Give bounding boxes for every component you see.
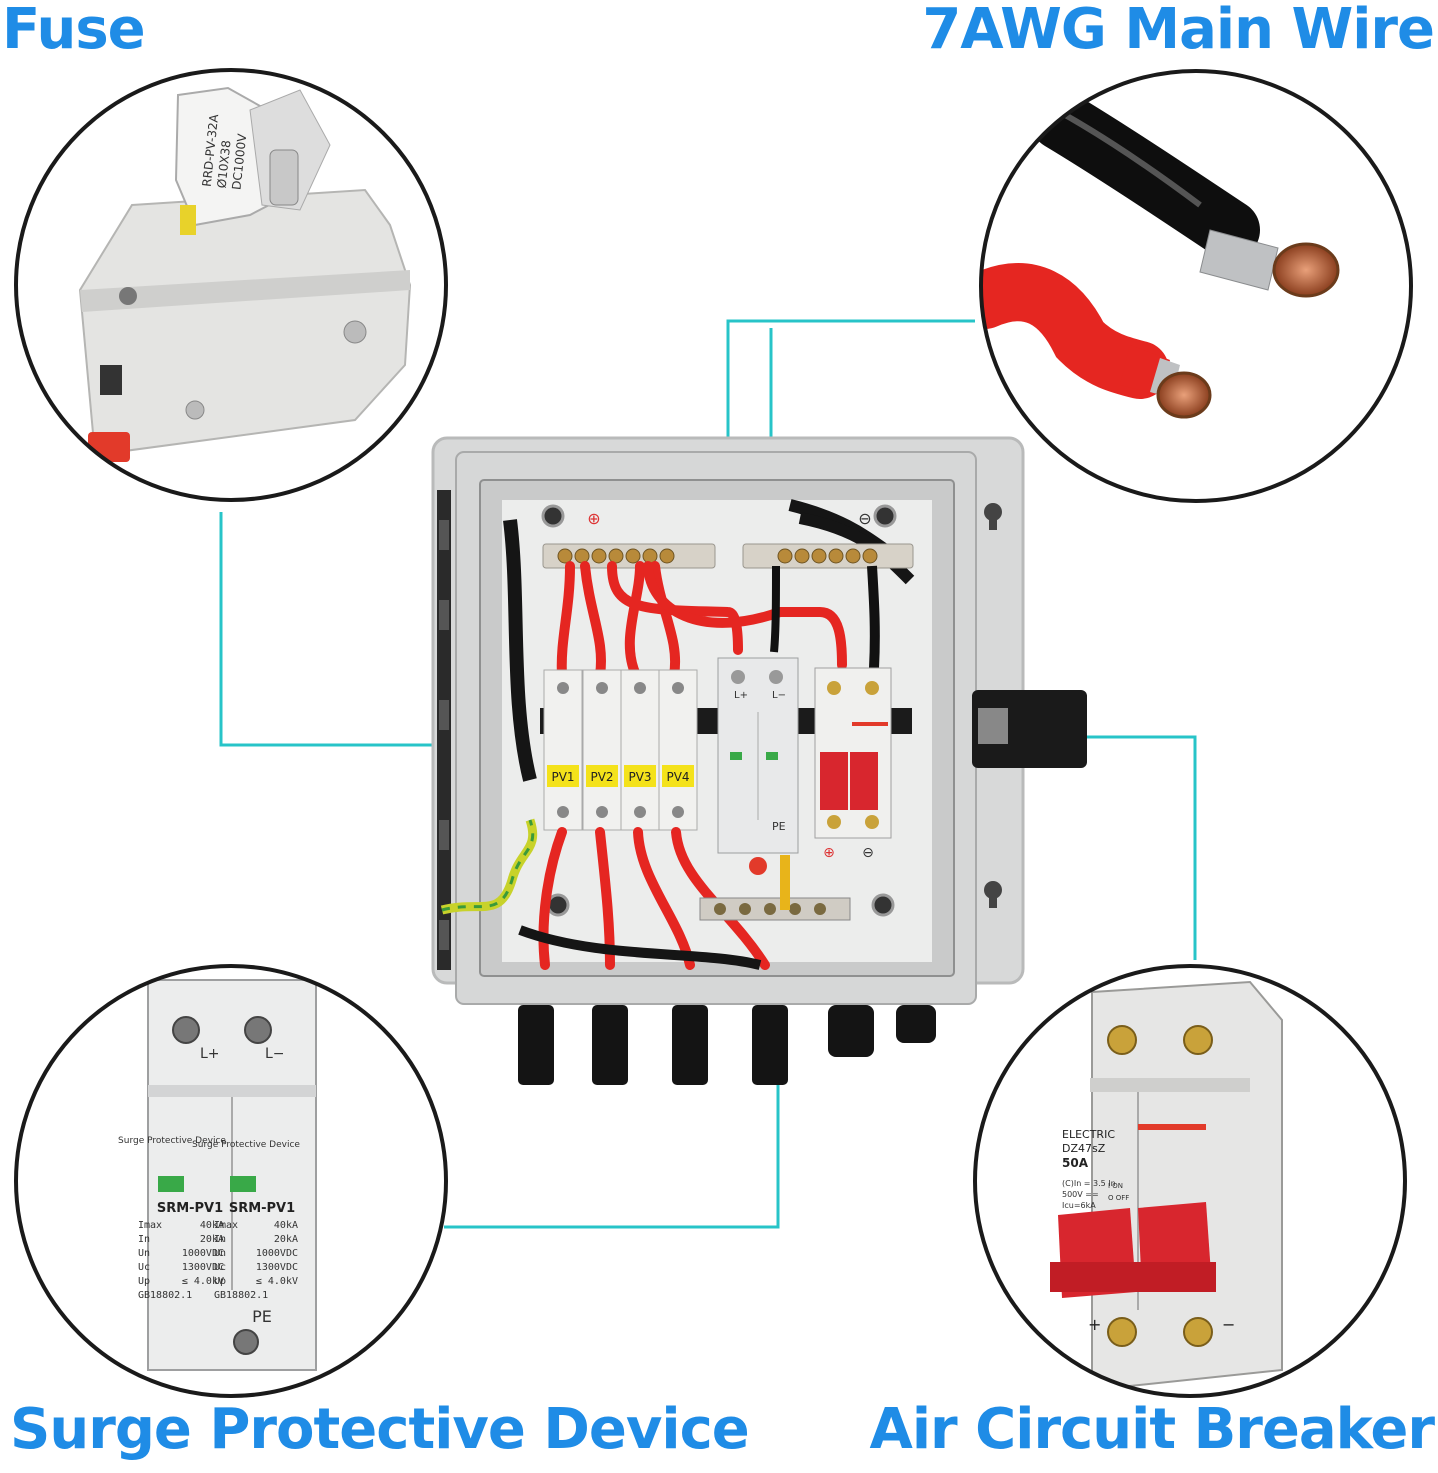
svg-text:Icu=6kA: Icu=6kA <box>1062 1201 1096 1210</box>
svg-text:Uc: Uc <box>138 1262 150 1273</box>
svg-text:I ON: I ON <box>1108 1182 1123 1190</box>
svg-text:Imax: Imax <box>214 1220 238 1231</box>
combiner-box: ⊕ ⊖ <box>431 436 1087 1085</box>
fuse-title: Fuse <box>2 0 146 62</box>
svg-text:+: + <box>1088 1315 1101 1334</box>
fuse-holder <box>658 669 698 831</box>
spd-terminal-label: L− <box>265 1046 285 1062</box>
fuse-size-text: Ø10X38 <box>215 140 234 189</box>
svg-text:−: − <box>1222 1315 1235 1334</box>
spd-detail-circle: L+ L− Surge Protective Device SRM-PV1 Im… <box>14 964 448 1398</box>
svg-text:1300VDC: 1300VDC <box>256 1262 298 1273</box>
spd-pe-label: PE <box>252 1307 272 1326</box>
pv-label: PV4 <box>666 770 689 784</box>
svg-text:In: In <box>138 1234 150 1245</box>
svg-text:⊖: ⊖ <box>862 845 874 861</box>
svg-text:Surge Protective Device: Surge Protective Device <box>118 1136 226 1146</box>
breaker-current: 50A <box>1062 1156 1089 1170</box>
keyhole-icon <box>984 503 1002 908</box>
fuse-holder <box>620 669 660 831</box>
svg-text:Up: Up <box>138 1276 150 1287</box>
svg-text:20kA: 20kA <box>200 1234 224 1245</box>
svg-text:1000VDC: 1000VDC <box>256 1248 298 1259</box>
svg-text:Imax: Imax <box>138 1220 162 1231</box>
pv-label: PV2 <box>590 770 613 784</box>
svg-text:20kA: 20kA <box>274 1234 298 1245</box>
mc4-connectors <box>518 1005 936 1085</box>
svg-text:Un: Un <box>214 1248 226 1259</box>
svg-text:In: In <box>214 1234 226 1245</box>
svg-text:≤ 4.0kV: ≤ 4.0kV <box>256 1276 298 1287</box>
fuse-rating-text: DC1000V <box>229 132 249 190</box>
svg-text:L+: L+ <box>734 690 748 701</box>
svg-text:≤ 4.0kV: ≤ 4.0kV <box>182 1276 224 1287</box>
screw-icon <box>541 504 897 917</box>
pv-label: PV3 <box>628 770 651 784</box>
air-breaker-title: Air Circuit Breaker <box>869 1397 1435 1462</box>
fuse-detail-circle: RRD-PV-32A Ø10X38 DC1000V <box>14 68 448 502</box>
svg-text:Un: Un <box>138 1248 150 1259</box>
svg-text:1300VDC: 1300VDC <box>182 1262 224 1273</box>
box-minus-mark: ⊖ <box>858 509 871 528</box>
breaker-brand: ELECTRIC <box>1062 1128 1115 1141</box>
svg-text:Surge Protective Device: Surge Protective Device <box>192 1140 300 1150</box>
surge-device-title: Surge Protective Device <box>10 1397 750 1462</box>
spd-module: L+ L− PE <box>717 657 799 875</box>
svg-text:SRM-PV1: SRM-PV1 <box>229 1201 295 1216</box>
fuse-holders: PV1 PV2 PV3 PV4 <box>543 669 698 831</box>
fuse-holder <box>543 669 583 831</box>
svg-text:O OFF: O OFF <box>1108 1194 1129 1202</box>
breaker-model: DZ47sZ <box>1062 1142 1106 1155</box>
svg-text:⊕: ⊕ <box>823 845 835 861</box>
svg-text:(C)In = 3.5 In: (C)In = 3.5 In <box>1062 1179 1116 1188</box>
svg-text:500V ==: 500V == <box>1062 1190 1099 1199</box>
svg-text:40kA: 40kA <box>274 1220 298 1231</box>
breaker-detail-circle: ELECTRIC DZ47sZ 50A (C)In = 3.5 In 500V … <box>973 964 1407 1398</box>
svg-text:PE: PE <box>772 820 786 833</box>
busbar-negative <box>742 543 914 569</box>
svg-text:Uc: Uc <box>214 1262 226 1273</box>
svg-text:GB18802.1: GB18802.1 <box>138 1290 192 1301</box>
main-wire-title: 7AWG Main Wire <box>922 0 1435 62</box>
box-plus-mark: ⊕ <box>587 509 600 528</box>
svg-text:40kA: 40kA <box>200 1220 224 1231</box>
spd-terminal-label: L+ <box>200 1046 220 1062</box>
pv-label: PV1 <box>551 770 574 784</box>
breaker-toggle <box>1050 1202 1216 1298</box>
fuse-holder <box>582 669 622 831</box>
svg-text:L−: L− <box>772 690 786 701</box>
svg-text:1000VDC: 1000VDC <box>182 1248 224 1259</box>
breaker-module: ⊕ ⊖ <box>814 667 892 861</box>
svg-text:Up: Up <box>214 1276 226 1287</box>
svg-text:GB18802.1: GB18802.1 <box>214 1290 268 1301</box>
wire-detail-circle <box>979 69 1413 503</box>
spd-model: SRM-PV1 <box>157 1201 223 1216</box>
